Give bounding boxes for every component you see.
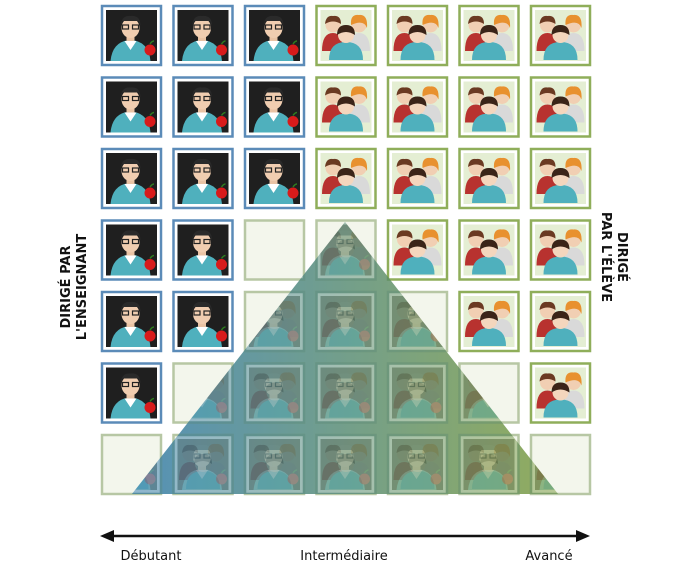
teacher-icon — [100, 219, 163, 281]
teacher-icon — [172, 290, 234, 353]
student-group-icon — [458, 219, 520, 281]
blended-icon — [458, 433, 520, 494]
student-group-icon — [386, 219, 449, 281]
blended-icon — [386, 362, 449, 424]
student-label-line2: PAR L'ÉLÈVE — [598, 211, 613, 303]
teacher-led-label: DIRIGÉ PAR L'ENSEIGNANT — [59, 234, 91, 340]
student-group-icon — [458, 76, 520, 138]
teacher-icon — [172, 4, 234, 67]
teacher-icon — [100, 4, 163, 67]
axis-arrow-left — [100, 530, 114, 542]
student-label-line1: DIRIGÉ — [614, 231, 629, 283]
student-group-icon — [458, 290, 520, 353]
blended-icon — [243, 433, 306, 494]
teacher-icon — [172, 76, 234, 138]
teacher-icon — [100, 147, 163, 210]
student-group-icon — [386, 76, 449, 138]
teacher-icon — [243, 4, 306, 67]
student-group-icon — [529, 219, 592, 281]
blended-icon — [172, 433, 234, 494]
shared-cell — [243, 219, 306, 281]
student-group-icon — [386, 147, 449, 210]
pyramid-overlay — [132, 222, 558, 494]
teacher-icon — [100, 290, 163, 353]
student-group-icon — [315, 4, 377, 67]
experience-axis — [100, 530, 590, 542]
student-group-icon — [529, 76, 592, 138]
teacher-icon — [172, 219, 234, 281]
blended-icon — [386, 433, 449, 494]
student-group-icon — [529, 4, 592, 67]
axis-label-beginner: Débutant — [120, 549, 182, 564]
student-group-icon — [458, 147, 520, 210]
student-led-label: DIRIGÉ PAR L'ÉLÈVE — [597, 212, 629, 302]
teacher-icon — [100, 362, 163, 424]
blended-icon — [315, 433, 377, 494]
teacher-label-line1: DIRIGÉ PAR — [59, 245, 74, 329]
student-group-icon — [315, 147, 377, 210]
blended-icon — [315, 290, 377, 353]
blended-icon — [243, 362, 306, 424]
teacher-icon — [172, 147, 234, 210]
student-group-icon — [386, 4, 449, 67]
student-group-icon — [529, 147, 592, 210]
axis-label-advanced: Avancé — [525, 549, 573, 564]
axis-arrow-right — [576, 530, 590, 542]
teacher-icon — [243, 76, 306, 138]
student-group-icon — [315, 76, 377, 138]
blended-icon — [315, 362, 377, 424]
shared-cell — [529, 433, 592, 496]
teacher-icon — [243, 147, 306, 210]
student-group-icon — [529, 290, 592, 353]
teacher-label-line2: L'ENSEIGNANT — [75, 233, 90, 341]
student-group-icon — [529, 362, 592, 424]
student-group-icon — [458, 4, 520, 67]
teacher-icon — [100, 76, 163, 138]
axis-label-intermediate: Intermédiaire — [300, 549, 388, 564]
